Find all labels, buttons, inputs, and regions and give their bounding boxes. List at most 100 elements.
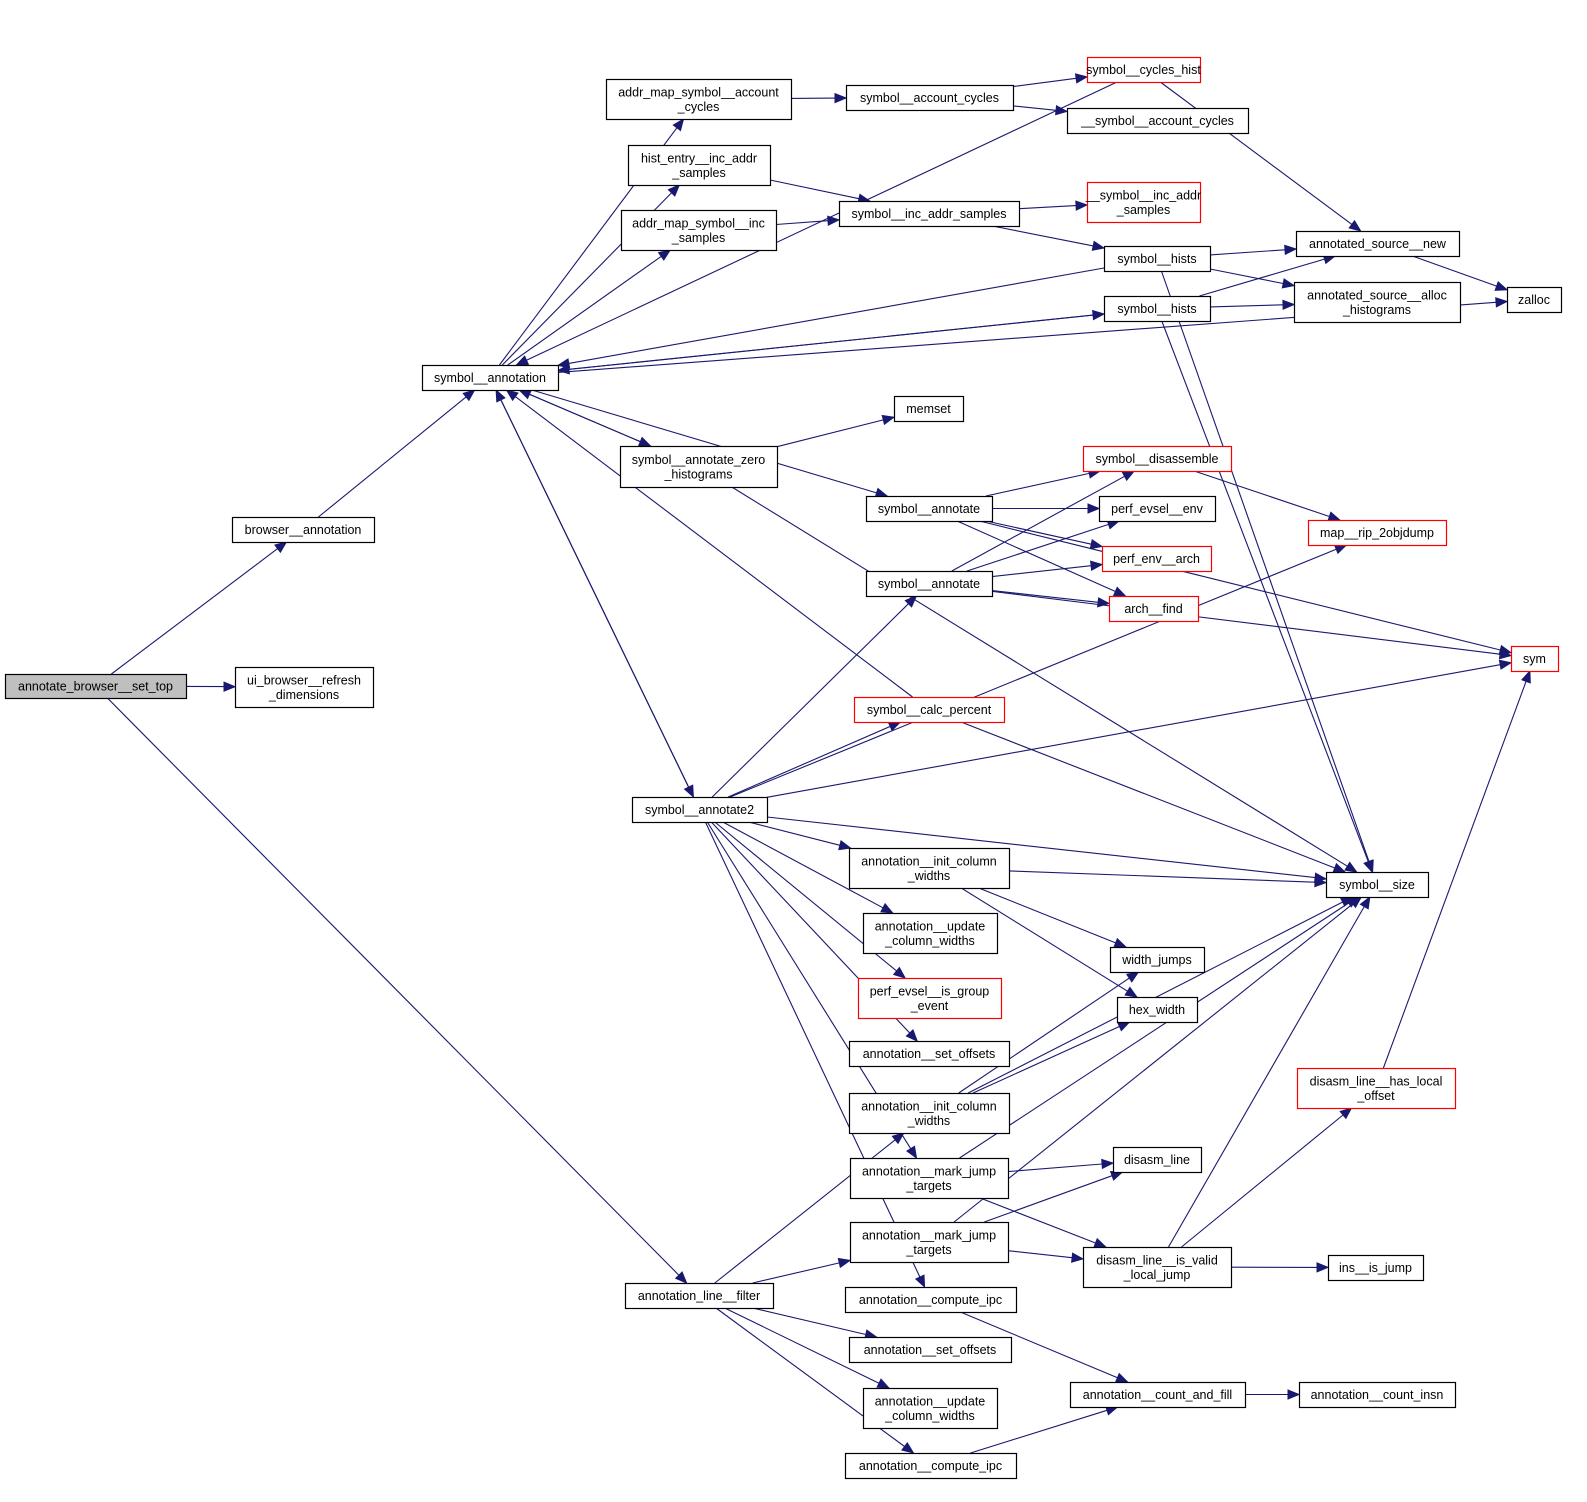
node-disasm-line[interactable]: disasm_line xyxy=(1112,1146,1203,1174)
node-box[interactable] xyxy=(1103,295,1212,323)
node-box[interactable] xyxy=(1325,871,1430,899)
node-box[interactable] xyxy=(1108,595,1200,623)
node---sym-acc-cycles[interactable]: __symbol__account_cycles xyxy=(1066,107,1250,135)
node-box[interactable] xyxy=(1098,495,1217,523)
node-map-rip[interactable]: map__rip_2objdump xyxy=(1307,519,1448,547)
node-width-jumps[interactable]: width_jumps xyxy=(1109,946,1206,974)
node-box[interactable] xyxy=(605,78,793,121)
node-box[interactable] xyxy=(421,364,560,392)
node-memset[interactable]: memset xyxy=(893,395,965,423)
node-box[interactable] xyxy=(1112,1146,1203,1174)
node-init-col-b[interactable]: annotation__init_column_widths xyxy=(848,1092,1011,1135)
node-zalloc[interactable]: zalloc xyxy=(1506,286,1563,314)
node-box[interactable] xyxy=(844,1286,1018,1314)
node-update-col-b[interactable]: annotation__update_column_widths xyxy=(862,1387,999,1430)
node-browser-annotation[interactable]: browser__annotation xyxy=(231,516,376,544)
node-box[interactable] xyxy=(234,666,375,709)
node-box[interactable] xyxy=(844,1452,1018,1480)
node-box[interactable] xyxy=(1307,519,1448,547)
node-sym-annotate-b[interactable]: symbol__annotate xyxy=(865,570,994,598)
node-ins-is-jump[interactable]: ins__is_jump xyxy=(1327,1254,1425,1282)
node-ui-browser-refresh[interactable]: ui_browser__refresh_dimensions xyxy=(234,666,375,709)
node-box[interactable] xyxy=(848,847,1011,890)
node-symbol-size[interactable]: symbol__size xyxy=(1325,871,1430,899)
node-box[interactable] xyxy=(1066,107,1250,135)
node-hists-b[interactable]: symbol__hists xyxy=(1103,295,1212,323)
node-box[interactable] xyxy=(1086,56,1202,84)
node-disassemble[interactable]: symbol__disassemble xyxy=(1082,445,1233,473)
node-src-alloc[interactable]: annotated_source__alloc_histograms xyxy=(1293,281,1462,324)
node-sym[interactable]: sym xyxy=(1510,645,1560,673)
node-box[interactable] xyxy=(1293,281,1462,324)
node-box[interactable] xyxy=(1510,645,1560,673)
node-arch-find[interactable]: arch__find xyxy=(1108,595,1200,623)
node-hist-entry-inc[interactable]: hist_entry__inc_addr_samples xyxy=(627,144,772,187)
node-box[interactable] xyxy=(848,1336,1013,1364)
node-box[interactable] xyxy=(1082,1246,1233,1289)
node-box[interactable] xyxy=(619,445,779,489)
node-box[interactable] xyxy=(853,696,1006,724)
node-box[interactable] xyxy=(1109,946,1206,974)
node-box[interactable] xyxy=(848,1092,1011,1135)
node-calc-percent[interactable]: symbol__calc_percent xyxy=(853,696,1006,724)
node-update-col-a[interactable]: annotation__update_column_widths xyxy=(862,912,999,955)
node-count-and-fill[interactable]: annotation__count_and_fill xyxy=(1069,1381,1247,1409)
node-box[interactable] xyxy=(849,1157,1010,1200)
node-hex-width[interactable]: hex_width xyxy=(1116,996,1199,1024)
node-addr-map-acc-cycles[interactable]: addr_map_symbol__account_cycles xyxy=(605,78,793,121)
node-box[interactable] xyxy=(1506,286,1563,314)
node-src-new[interactable]: annotated_source__new xyxy=(1295,230,1461,258)
node-sym-annotate-a[interactable]: symbol__annotate xyxy=(865,495,994,523)
node-box[interactable] xyxy=(231,516,376,544)
node-valid-local-jump[interactable]: disasm_line__is_valid_local_jump xyxy=(1082,1246,1233,1289)
node-box[interactable] xyxy=(1296,1067,1457,1110)
node-evsel-env[interactable]: perf_evsel__env xyxy=(1098,495,1217,523)
node-box[interactable] xyxy=(620,209,778,252)
node-box[interactable] xyxy=(627,144,772,187)
node-root[interactable]: annotate_browser__set_top xyxy=(4,673,188,700)
node-count-insn[interactable]: annotation__count_insn xyxy=(1298,1381,1457,1409)
node-annotate2[interactable]: symbol__annotate2 xyxy=(631,796,769,824)
node-env-arch[interactable]: perf_env__arch xyxy=(1101,545,1213,573)
node-cycles-hist[interactable]: symbol__cycles_hist xyxy=(1086,56,1202,84)
node-mark-jump-a[interactable]: annotation__mark_jump_targets xyxy=(849,1157,1010,1200)
node-box[interactable] xyxy=(4,673,188,700)
node-box[interactable] xyxy=(1116,996,1199,1024)
node-set-offsets-b[interactable]: annotation__set_offsets xyxy=(848,1336,1013,1364)
node-box[interactable] xyxy=(1295,230,1461,258)
node-box[interactable] xyxy=(857,977,1003,1020)
node-mark-jump-b[interactable]: annotation__mark_jump_targets xyxy=(849,1221,1010,1264)
node-box[interactable] xyxy=(1327,1254,1425,1282)
node-box[interactable] xyxy=(862,1387,999,1430)
node-box[interactable] xyxy=(849,1221,1010,1264)
node-zero-hist[interactable]: symbol__annotate_zero_histograms xyxy=(619,445,779,489)
node-compute-ipc-b[interactable]: annotation__compute_ipc xyxy=(844,1452,1018,1480)
node-box[interactable] xyxy=(893,395,965,423)
node-compute-ipc-a[interactable]: annotation__compute_ipc xyxy=(844,1286,1018,1314)
node-hists-a[interactable]: symbol__hists xyxy=(1103,245,1212,273)
node-box[interactable] xyxy=(845,84,1015,112)
node-sym-acc-cycles[interactable]: symbol__account_cycles xyxy=(845,84,1015,112)
node-box[interactable] xyxy=(865,570,994,598)
node-box[interactable] xyxy=(1069,1381,1247,1409)
node-box[interactable] xyxy=(848,1040,1011,1068)
node-box[interactable] xyxy=(1298,1381,1457,1409)
node-box[interactable] xyxy=(865,495,994,523)
node-box[interactable] xyxy=(624,1282,775,1310)
node-addr-map-inc[interactable]: addr_map_symbol__inc_samples xyxy=(620,209,778,252)
node-box[interactable] xyxy=(1082,445,1233,473)
node-sym-inc-addr[interactable]: symbol__inc_addr_samples xyxy=(838,200,1021,228)
node-is-group-event[interactable]: perf_evsel__is_group_event xyxy=(857,977,1003,1020)
node-box[interactable] xyxy=(1086,181,1202,224)
node-box[interactable] xyxy=(862,912,999,955)
node-box[interactable] xyxy=(1101,545,1213,573)
node---sym-inc-addr[interactable]: __symbol__inc_addr_samples xyxy=(1085,181,1202,224)
node-box[interactable] xyxy=(1103,245,1212,273)
node-box[interactable] xyxy=(631,796,769,824)
node-symbol-annotation[interactable]: symbol__annotation xyxy=(421,364,560,392)
node-box[interactable] xyxy=(838,200,1021,228)
node-has-local-offset[interactable]: disasm_line__has_local_offset xyxy=(1296,1067,1457,1110)
node-init-col-a[interactable]: annotation__init_column_widths xyxy=(848,847,1011,890)
node-set-offsets-a[interactable]: annotation__set_offsets xyxy=(848,1040,1011,1068)
node-line-filter[interactable]: annotation_line__filter xyxy=(624,1282,775,1310)
